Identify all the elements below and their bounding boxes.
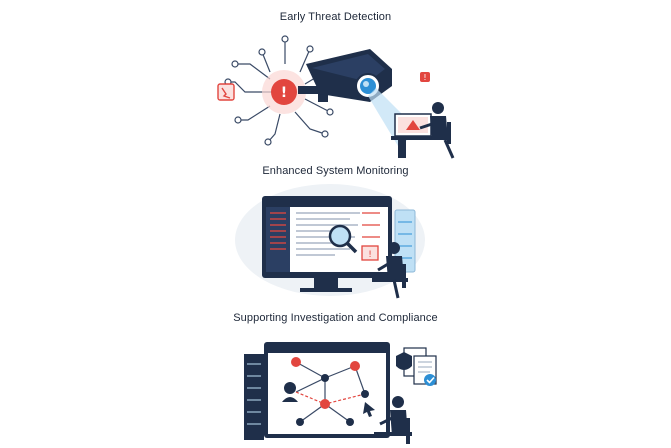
svg-text:!: !	[281, 85, 287, 101]
warning-icon: !	[420, 72, 430, 82]
broken-link-icon	[217, 83, 235, 101]
alert-icon	[271, 79, 297, 105]
investigation-scene	[244, 342, 437, 444]
section-title-supporting-investigation: Supporting Investigation and Compliance	[233, 312, 438, 324]
cursor-icon	[363, 402, 375, 417]
network-nodes	[291, 357, 369, 426]
monitor-icon	[264, 342, 390, 438]
section-title-enhanced-system-monitoring: Enhanced System Monitoring	[262, 165, 409, 177]
hacker-icon	[282, 382, 298, 402]
monitoring-scene: !	[235, 184, 425, 299]
svg-text:!: !	[423, 73, 426, 82]
shield-icon	[396, 352, 412, 370]
magnifier-icon	[328, 224, 358, 254]
monitor-icon	[262, 196, 392, 292]
alert-window	[361, 245, 379, 261]
analyst-icon	[391, 102, 455, 159]
analyst-icon	[374, 396, 412, 444]
illustration-investigation-compliance	[0, 326, 671, 448]
network-links	[295, 361, 366, 423]
illustration-enhanced-system-monitoring: !	[0, 180, 671, 302]
checkmark-icon	[424, 374, 436, 386]
illustration-early-threat-detection: ! !	[0, 24, 671, 160]
security-camera-icon	[298, 49, 392, 102]
svg-text:!: !	[368, 250, 372, 260]
server-rack-icon	[244, 354, 264, 440]
section-title-early-threat-detection: Early Threat Detection	[279, 11, 392, 23]
analyst-icon	[372, 242, 408, 299]
threat-detection-scene: ! !	[217, 35, 455, 159]
